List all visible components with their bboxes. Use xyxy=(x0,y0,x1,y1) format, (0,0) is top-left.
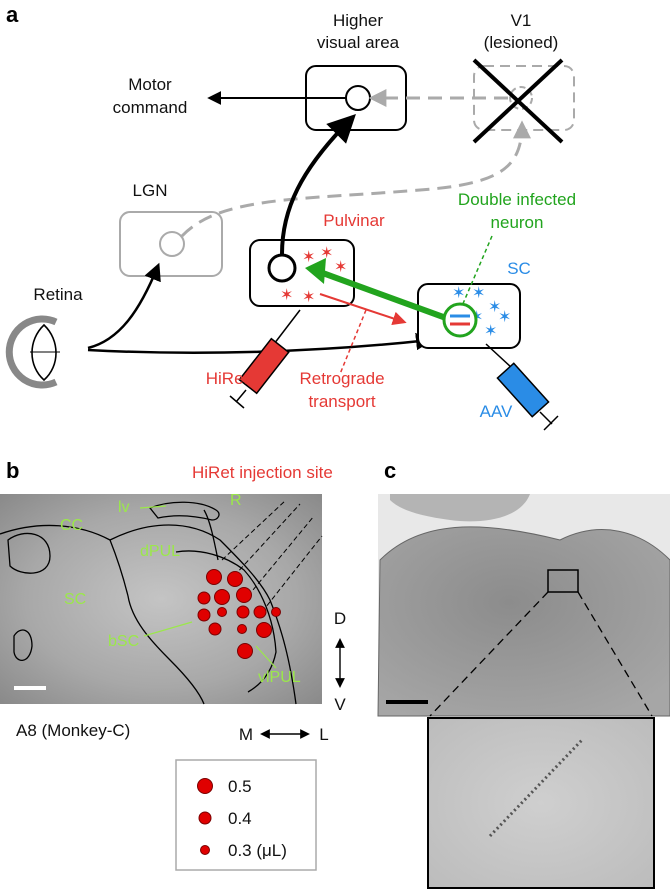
retina-eye xyxy=(5,315,58,389)
panel-b-letter: b xyxy=(6,458,19,483)
legend: 0.5 0.4 0.3 (μL) xyxy=(197,777,287,860)
higher-visual-area-label-2: visual area xyxy=(317,33,400,52)
injection-dot xyxy=(197,591,211,605)
lesion-cross-2 xyxy=(472,58,564,144)
zoom-line-right xyxy=(577,591,653,717)
lgn-to-v1-line xyxy=(180,120,531,238)
pulvinar-label: Pulvinar xyxy=(323,211,385,230)
region-vlpul-pointer xyxy=(255,645,277,669)
histology-b xyxy=(0,494,322,704)
legend-label: 0.5 xyxy=(228,777,252,796)
zoom-region-box xyxy=(547,569,579,593)
region-vlpul: vlPUL xyxy=(258,669,301,686)
pulvinar-star-5: ✶ xyxy=(302,289,315,306)
retina-label: Retina xyxy=(33,285,83,304)
double-infected-pointer xyxy=(461,235,493,307)
axis-d: D xyxy=(334,609,346,628)
sc-label: SC xyxy=(507,259,531,278)
panel-c-letter: c xyxy=(384,458,396,483)
injection-dot xyxy=(237,643,253,659)
aav-syringe xyxy=(485,343,559,431)
region-bsc: bSC xyxy=(108,633,139,650)
legend-marker xyxy=(198,811,212,825)
lgn-neuron xyxy=(159,231,185,257)
double-infected-neuron xyxy=(442,302,478,338)
injection-dot xyxy=(197,608,211,622)
region-lv: lv xyxy=(118,499,130,516)
retrograde-label-1: Retrograde xyxy=(299,369,384,388)
injection-dot xyxy=(217,607,227,617)
axis-l: L xyxy=(319,725,328,744)
zoom-line-left xyxy=(429,591,549,717)
pulvinar-star-2: ✶ xyxy=(320,245,333,262)
section-label: A8 (Monkey-C) xyxy=(16,721,130,740)
motor-command-label-1: Motor xyxy=(128,75,172,94)
pulvinar-star-1: ✶ xyxy=(302,249,315,266)
v1-neuron xyxy=(509,86,533,110)
retrograde-arrow xyxy=(319,293,407,326)
green-arrow-head xyxy=(305,258,326,284)
injection-dot xyxy=(206,569,222,585)
retina-to-sc-line xyxy=(87,332,434,355)
double-infected-label-2: neuron xyxy=(491,213,544,232)
sc-star-5: ✶ xyxy=(484,323,497,340)
region-r: R xyxy=(230,492,242,509)
legend-label: 0.4 xyxy=(228,809,252,828)
injection-dot xyxy=(253,605,267,619)
motor-command-label-2: command xyxy=(113,98,188,117)
lgn-label: LGN xyxy=(133,181,168,200)
injection-dot xyxy=(237,624,247,634)
sc-star-1: ✶ xyxy=(452,285,465,302)
legend-box xyxy=(175,759,317,871)
region-sc: SC xyxy=(64,591,86,608)
injection-dot xyxy=(227,571,243,587)
injection-dots xyxy=(197,569,281,659)
v1-label-1: V1 xyxy=(511,11,532,30)
double-infected-label-1: Double infected xyxy=(458,190,576,209)
zoomed-histology xyxy=(427,717,655,889)
injection-dot xyxy=(214,589,230,605)
panel-b-title: HiRet injection site xyxy=(192,463,333,482)
legend-marker xyxy=(197,778,213,794)
histology-c-tissue xyxy=(377,526,670,717)
legend-label: 0.3 (μL) xyxy=(228,841,287,860)
axis-v: V xyxy=(334,695,346,714)
region-lv-pointer xyxy=(139,505,167,509)
panel-a-letter: a xyxy=(6,2,19,27)
region-dpul: dPUL xyxy=(140,543,180,560)
brain-outlines xyxy=(0,501,297,705)
pulvinar-neuron xyxy=(267,253,297,283)
axis-m: M xyxy=(239,725,253,744)
region-bsc-pointer xyxy=(143,621,193,637)
pulvinar-to-hva-line xyxy=(280,114,356,255)
higher-visual-area-label-1: Higher xyxy=(333,11,383,30)
retrograde-pointer xyxy=(339,309,367,375)
sc-star-3: ✶ xyxy=(488,299,501,316)
pulvinar-star-4: ✶ xyxy=(280,287,293,304)
histology-c-top-tissue xyxy=(390,494,530,522)
pulvinar-star-3: ✶ xyxy=(334,259,347,276)
higher-visual-area-neuron xyxy=(345,85,371,111)
aav-label: AAV xyxy=(480,402,513,421)
sc-star-6: ✶ xyxy=(498,309,511,326)
injection-dot xyxy=(236,587,252,603)
legend-marker xyxy=(200,845,210,855)
green-projection-line xyxy=(318,269,448,321)
region-cc: CC xyxy=(60,517,83,534)
sc-star-2: ✶ xyxy=(472,285,485,302)
injection-dot xyxy=(256,622,272,638)
retrograde-label-2: transport xyxy=(308,392,375,411)
labeled-cell-track xyxy=(488,738,584,838)
retina-to-lgn-line xyxy=(87,262,161,350)
hiret-label: HiRet xyxy=(206,369,249,388)
injection-dot xyxy=(271,607,281,617)
hiret-syringe xyxy=(229,309,301,409)
injection-tracks xyxy=(221,499,323,613)
v1-label-2: (lesioned) xyxy=(484,33,559,52)
injection-dot xyxy=(208,622,222,636)
injection-dot xyxy=(236,605,250,619)
